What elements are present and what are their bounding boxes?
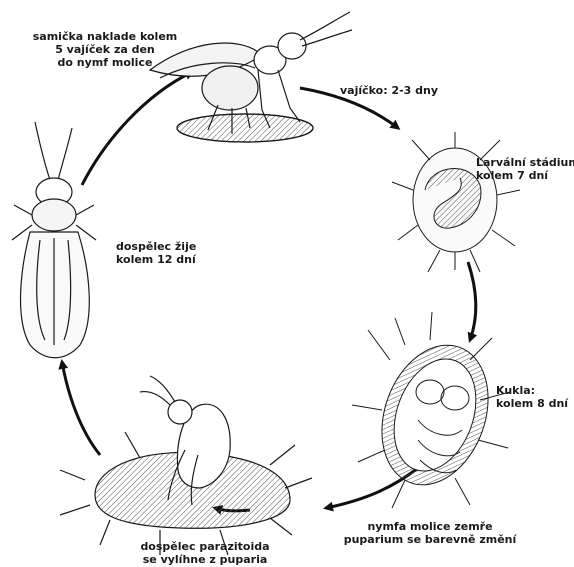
egg-laying-line-3: do nymf molice: [30, 56, 180, 69]
adult-wasp-illustration: [12, 122, 96, 358]
puparium-line-1: nymfa molice zemře: [340, 520, 520, 533]
egg-laying-line-2: 5 vajíček za den: [30, 43, 180, 56]
label-puparium-change: nymfa molice zemře puparium se barevně z…: [340, 520, 520, 546]
label-egg-laying: samička naklade kolem 5 vajíček za den d…: [30, 30, 180, 69]
arrow-emergence-to-adult: [62, 362, 100, 455]
arrow-larva-to-pupa: [468, 262, 476, 340]
label-egg-stage: vajíčko: 2-3 dny: [340, 84, 438, 97]
label-emergence: dospělec parazitoida se vylíhne z pupari…: [125, 540, 285, 566]
egg-laying-line-1: samička naklade kolem: [30, 30, 180, 43]
label-larval-stage: Larvální stádium: kolem 7 dní: [476, 156, 574, 182]
egg-stage-illustration: [392, 132, 520, 272]
pupa-stage-line-1: Kukla:: [496, 384, 568, 397]
label-adult-lifespan: dospělec žije kolem 12 dní: [116, 240, 196, 266]
emergence-line-2: se vylíhne z puparia: [125, 553, 285, 566]
arrow-adult-to-egg: [82, 72, 192, 185]
adult-line-1: dospělec žije: [116, 240, 196, 253]
egg-stage-line-1: vajíčko: 2-3 dny: [340, 84, 438, 97]
adult-line-2: kolem 12 dní: [116, 253, 196, 266]
larval-stage-line-2: kolem 7 dní: [476, 169, 574, 182]
puparium-line-2: puparium se barevně změní: [340, 533, 520, 546]
larval-stage-line-1: Larvální stádium:: [476, 156, 574, 169]
pupa-stage-illustration: [352, 312, 510, 508]
pupa-stage-line-2: kolem 8 dní: [496, 397, 568, 410]
emergence-illustration: [60, 376, 312, 555]
label-pupa-stage: Kukla: kolem 8 dní: [496, 384, 568, 410]
emergence-line-1: dospělec parazitoida: [125, 540, 285, 553]
